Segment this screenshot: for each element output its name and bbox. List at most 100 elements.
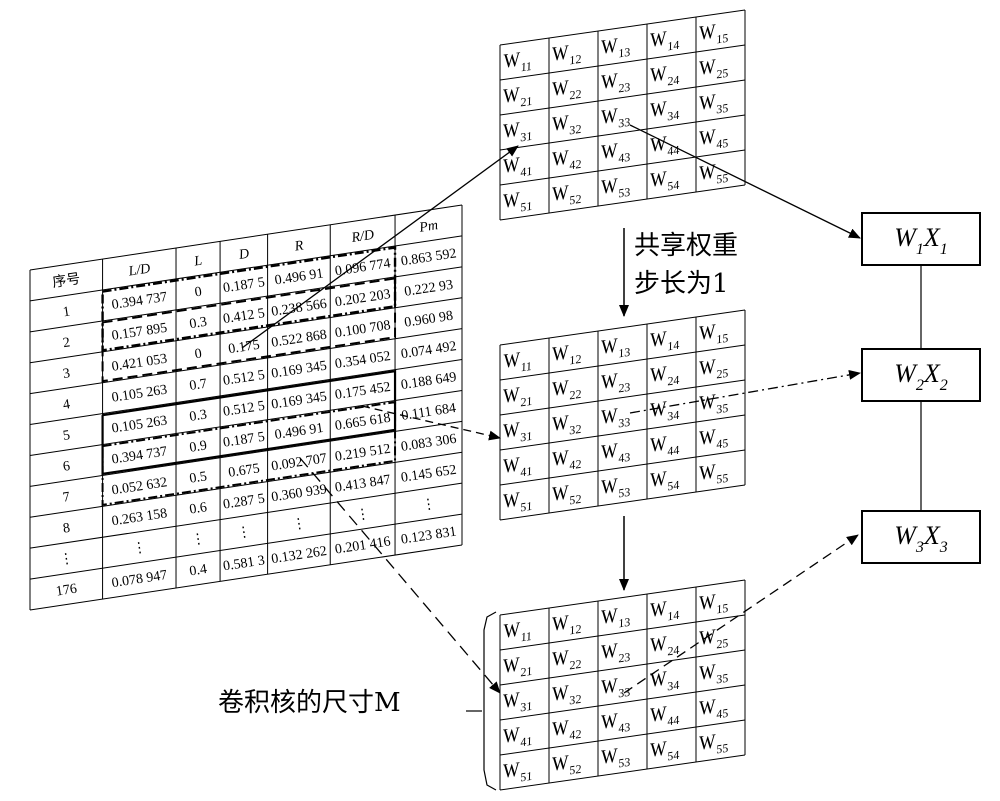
table-row-line <box>29 482 463 549</box>
table-cell: 0.238 566 <box>270 297 328 320</box>
kernel-grids: W11W12W13W14W15W21W22W23W24W25W31W32W33W… <box>466 9 746 791</box>
table-cell: 0.522 868 <box>270 328 328 351</box>
table-cell: 0.092 707 <box>270 451 328 474</box>
table-cell: 0.9 <box>189 438 209 455</box>
table-cell: 0.123 831 <box>400 524 458 547</box>
arrow-table-to-kernel-top <box>241 145 519 349</box>
table-cell: 0.496 91 <box>274 266 325 288</box>
kernel-grid-bottom: W11W12W13W14W15W21W22W23W24W25W31W32W33W… <box>499 579 746 791</box>
table-header-cell: R/D <box>350 228 376 246</box>
table-cell: 0.354 052 <box>334 349 392 372</box>
kernel-weight: W54 <box>648 466 680 496</box>
kernel-row-line <box>499 719 746 756</box>
table-cell: 0.202 203 <box>334 287 392 310</box>
kernel-weight: W52 <box>550 180 582 210</box>
kernel-weight: W14 <box>648 596 680 626</box>
kernel-row-line <box>499 9 746 46</box>
kernel-weight: W33 <box>599 403 631 433</box>
kernel-weight: W52 <box>550 750 582 780</box>
kernel-weight: W45 <box>697 124 729 154</box>
kernel-weight: W53 <box>599 173 631 203</box>
kernel-weight: W43 <box>599 708 631 738</box>
kernel-weight: W32 <box>550 410 582 440</box>
table-cell: ⋮ <box>421 497 437 514</box>
kernel-weight: W22 <box>550 645 582 675</box>
kernel-weight: W42 <box>550 445 582 475</box>
kernel-weight: W12 <box>550 340 582 370</box>
table-cell: 0.3 <box>189 315 209 332</box>
annotation-labels: 共享权重 步长为1 卷积核的尺寸M <box>218 231 738 718</box>
kernel-weight: W45 <box>697 694 729 724</box>
arrow-table-to-kernel-middle <box>361 405 501 441</box>
table-cell: 0.201 416 <box>334 534 392 557</box>
kernel-weight: W24 <box>648 361 680 391</box>
table-cell: ⋮ <box>236 524 252 541</box>
kernel-weight: W25 <box>697 354 729 384</box>
kernel-row-line <box>499 614 746 651</box>
kernel-row-line <box>499 114 746 151</box>
kernel-row-line <box>499 309 746 346</box>
kernel-weight: W41 <box>501 152 533 182</box>
kernel-weight: W41 <box>501 452 533 482</box>
output-term: W3X3 <box>894 521 948 556</box>
kernel-weight: W23 <box>599 68 631 98</box>
kernel-grid-top: W11W12W13W14W15W21W22W23W24W25W31W32W33W… <box>499 9 746 221</box>
kernel-weight: W24 <box>648 61 680 91</box>
kernel-weight: W15 <box>697 589 729 619</box>
table-cell: 6 <box>62 459 71 475</box>
table-cell: 0.7 <box>189 377 209 394</box>
arrow-table-to-kernel-bottom <box>299 457 501 694</box>
kernel-weight: W32 <box>550 110 582 140</box>
kernel-weight: W25 <box>697 54 729 84</box>
table-cell: 0.496 91 <box>274 421 325 443</box>
table-cell: 0.052 632 <box>111 475 169 498</box>
table-cell: 0.157 895 <box>111 321 169 344</box>
table-cell: 0 <box>194 346 203 362</box>
table-row-line <box>29 235 463 302</box>
kernel-weight: W45 <box>697 424 729 454</box>
kernel-weight: W34 <box>648 666 680 696</box>
kernel-weight: W24 <box>648 631 680 661</box>
kernel-weight: W43 <box>599 438 631 468</box>
kernel-weight: W22 <box>550 375 582 405</box>
table-cell: 0.219 512 <box>334 442 392 465</box>
kernel-weight: W55 <box>697 159 729 189</box>
kernel-weight: W33 <box>599 103 631 133</box>
kernel-weight: W35 <box>697 89 729 119</box>
kernel-row-line <box>499 449 746 486</box>
kernel-weight: W23 <box>599 638 631 668</box>
window-outline-1 <box>101 246 397 352</box>
output-term: W1X1 <box>894 223 948 258</box>
kernel-weight: W15 <box>697 319 729 349</box>
kernel-weight: W55 <box>697 459 729 489</box>
table-cell: 0.111 684 <box>400 401 457 424</box>
kernel-weight: W53 <box>599 473 631 503</box>
table-cell: 0.675 <box>227 461 260 481</box>
table-cell: 0.360 939 <box>270 482 328 505</box>
kernel-weight: W43 <box>599 138 631 168</box>
kernel-weight: W52 <box>550 480 582 510</box>
kernel-weight: W31 <box>501 117 533 147</box>
kernel-weight: W25 <box>697 624 729 654</box>
kernel-weight: W21 <box>501 652 533 682</box>
kernel-row-line <box>499 649 746 686</box>
table-cell: 0.175 <box>227 338 260 358</box>
table-cell: 0.100 708 <box>334 318 392 341</box>
table-cell: 0.3 <box>189 407 209 424</box>
table-cell: 0.394 737 <box>111 444 169 467</box>
table-cell: 2 <box>62 335 71 351</box>
kernel-weight: W22 <box>550 75 582 105</box>
table-cell: 0.175 452 <box>334 380 392 403</box>
kernel-weight: W21 <box>501 382 533 412</box>
kernel-weight: W44 <box>648 131 680 161</box>
table-cell: 0.169 345 <box>270 389 328 412</box>
table-cell: 0.394 737 <box>111 290 169 313</box>
kernel-row-line <box>499 44 746 81</box>
kernel-weight: W13 <box>599 603 631 633</box>
kernel-row-line <box>499 684 746 721</box>
kernel-row-line <box>499 79 746 116</box>
kernel-weight: W35 <box>697 389 729 419</box>
